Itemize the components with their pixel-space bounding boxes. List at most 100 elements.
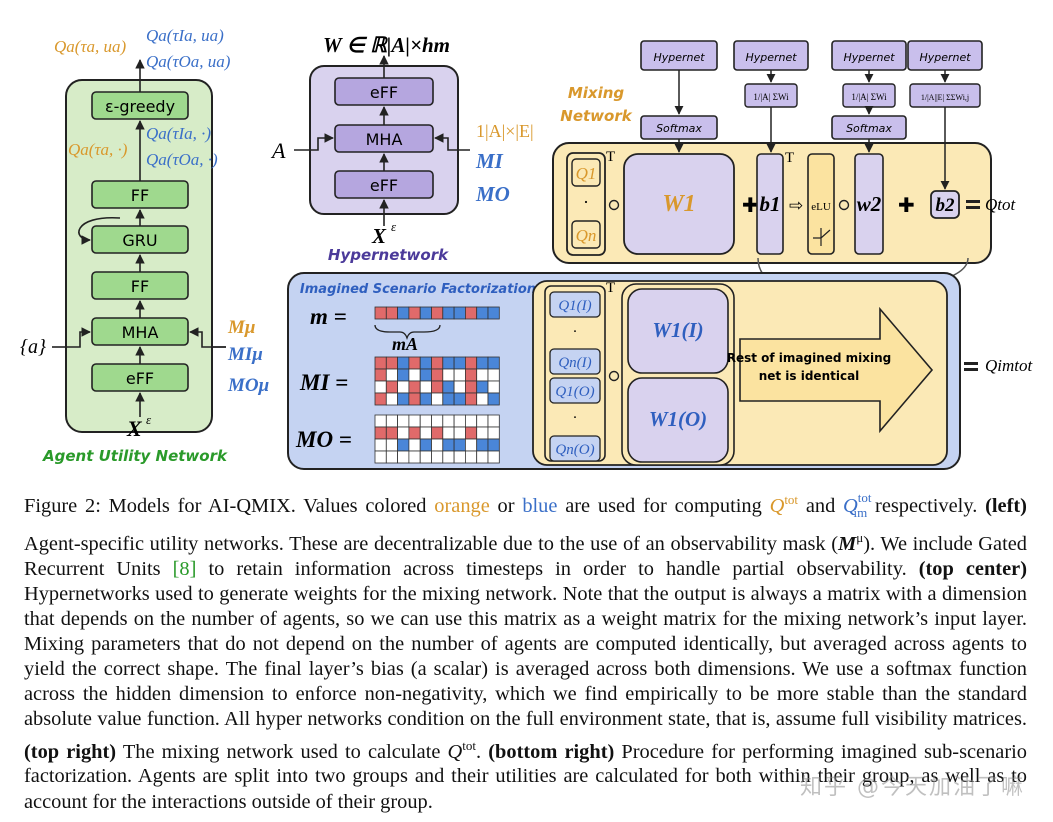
hyper-output-label: W ∈ ℝ|A|×hm xyxy=(323,33,450,57)
imagined-arrow-text-2: net is identical xyxy=(759,369,860,383)
mask-cell xyxy=(464,426,478,440)
svg-text:FF: FF xyxy=(131,277,149,296)
svg-text:Hypernet: Hypernet xyxy=(843,51,895,64)
svg-text:Softmax: Softmax xyxy=(656,122,702,135)
mask-cell xyxy=(374,380,387,394)
svg-text:ε-greedy: ε-greedy xyxy=(105,97,175,116)
mask-cell xyxy=(487,380,500,394)
svg-text:·: · xyxy=(583,192,589,212)
mask-cell xyxy=(442,426,455,440)
mask-cell xyxy=(487,368,500,382)
mi-mask-grid xyxy=(374,356,500,406)
hypernetwork: eFF MHA eFF W ∈ ℝ|A|×hm A 1|A|×|E| MI MO… xyxy=(270,33,534,264)
mask-cell xyxy=(408,380,421,394)
mask-cell xyxy=(476,414,489,428)
hyper-agent-set: A xyxy=(270,138,286,163)
mask-cell xyxy=(419,426,432,440)
mask-cell xyxy=(487,450,500,464)
mix-plus-2: ✚ xyxy=(898,193,915,217)
agent-mask-orange: Mμ xyxy=(227,317,255,338)
mask-cell xyxy=(419,414,432,428)
mix-b2: b2 xyxy=(936,195,956,216)
mask-cell xyxy=(397,438,410,452)
mask-cell xyxy=(385,368,398,382)
agent-q-mid-orange: Qa(τa, ·) xyxy=(68,140,128,159)
imagined-w1o: W1(O) xyxy=(649,407,707,431)
imagined-mi-label: MI = xyxy=(299,370,348,395)
mix-hypernet-2: Hypernet xyxy=(733,40,809,71)
mix-b1: b1 xyxy=(760,192,781,216)
hyper-layer-mha: MHA xyxy=(334,124,434,153)
mask-cell xyxy=(385,306,398,320)
figure-caption: Figure 2: Models for AI-QMIX. Values col… xyxy=(24,490,1027,813)
mask-cell xyxy=(453,392,466,406)
mask-cell xyxy=(419,368,432,382)
imagined-qni: Qn(I) xyxy=(558,355,591,371)
mask-cell xyxy=(374,426,387,440)
mix-plus-1: ✚ xyxy=(742,193,759,217)
mask-cell xyxy=(476,392,489,406)
mask-cell xyxy=(476,380,489,394)
hyper-ones-label: 1|A|×|E| xyxy=(476,121,534,141)
mix-softmax-2: Softmax xyxy=(831,115,907,140)
mix-w2: w2 xyxy=(857,192,882,216)
mix-mean-2: 1/|A| ΣWi xyxy=(842,83,896,108)
mask-cell xyxy=(408,438,421,452)
caption-bottom-right: (bottom right) xyxy=(488,740,615,763)
svg-text:Hypernet: Hypernet xyxy=(745,51,797,64)
svg-text:Hypernet: Hypernet xyxy=(919,51,971,64)
agent-q-mid-blue-o: Qa(τOa, ·) xyxy=(146,150,218,169)
mask-cell xyxy=(397,392,410,406)
svg-text:·: · xyxy=(573,324,578,340)
svg-text:1/|A| ΣWi: 1/|A| ΣWi xyxy=(851,92,887,102)
svg-text:·: · xyxy=(573,410,578,426)
agent-layer-ff-mid: FF xyxy=(91,271,189,300)
caption-ref-link[interactable]: [8] xyxy=(172,557,197,580)
mask-cell xyxy=(419,438,432,452)
mask-cell xyxy=(374,414,387,428)
svg-text:eFF: eFF xyxy=(370,176,398,195)
mask-cell xyxy=(419,450,432,464)
hyper-layer-eff-top: eFF xyxy=(334,77,434,106)
mask-cell xyxy=(419,356,432,370)
mask-cell xyxy=(464,380,478,394)
hyper-title: Hypernetwork xyxy=(328,246,449,264)
agent-net-title: Agent Utility Network xyxy=(42,447,228,465)
mask-cell xyxy=(397,450,410,464)
mask-cell xyxy=(374,392,387,406)
svg-text:FF: FF xyxy=(131,186,149,205)
mask-cell xyxy=(453,356,466,370)
mask-cell xyxy=(374,438,387,452)
mix-mean-3: 1/|A||E| ΣΣWi,j xyxy=(909,83,981,108)
mix-title-1: Mixing xyxy=(568,84,625,102)
mask-cell xyxy=(464,392,478,406)
mask-cell xyxy=(487,414,500,428)
agent-layer-mha: MHA xyxy=(91,317,189,346)
mask-cell xyxy=(453,426,466,440)
mask-cell xyxy=(397,368,410,382)
agent-q-mid-blue-i: Qa(τIa, ·) xyxy=(146,124,211,143)
watermark: 知乎 @今天加油了嘛 xyxy=(800,775,1025,800)
agent-q-top-blue-o: Qa(τOa, ua) xyxy=(146,52,231,71)
agent-q-top-blue-i: Qa(τIa, ua) xyxy=(146,26,224,45)
imagined-w1i: W1(I) xyxy=(652,318,703,342)
mask-cell xyxy=(464,306,478,320)
mask-cell xyxy=(453,438,466,452)
agent-input-sup: ε xyxy=(146,412,152,427)
svg-text:Softmax: Softmax xyxy=(846,122,892,135)
mask-cell xyxy=(419,306,432,320)
mix-elu: eLU xyxy=(811,201,831,213)
mask-cell xyxy=(453,368,466,382)
mask-cell xyxy=(442,306,455,320)
caption-top-center: (top center) xyxy=(918,557,1027,580)
mask-cell xyxy=(397,414,410,428)
mask-cell xyxy=(442,414,455,428)
svg-text:T: T xyxy=(606,280,615,296)
mix-out: Qtot xyxy=(985,195,1017,214)
mask-cell xyxy=(431,414,444,428)
mask-cell xyxy=(374,356,387,370)
mask-cell xyxy=(374,450,387,464)
mask-cell xyxy=(476,426,489,440)
mask-cell xyxy=(476,438,489,452)
mask-cell xyxy=(419,380,432,394)
